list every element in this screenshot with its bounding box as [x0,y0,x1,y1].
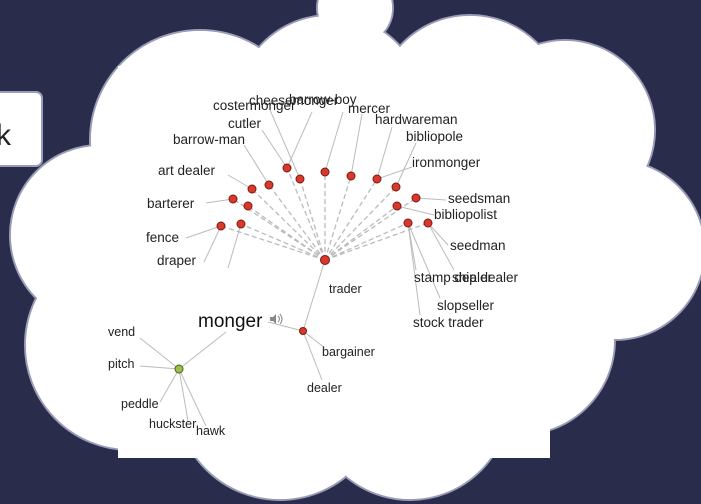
word-label[interactable]: slopseller [437,298,495,313]
graph-node [282,163,292,173]
word-label[interactable]: hawk [196,424,226,438]
word-label[interactable]: fence [146,230,179,245]
graph-node [320,167,330,177]
word-label[interactable]: costermonger [213,98,296,113]
partial-text-box-label: k [0,119,12,152]
graph-node [403,218,413,228]
word-label[interactable]: bibliopole [406,129,463,144]
graph-node [228,194,238,204]
graph-node [216,221,226,231]
word-label[interactable]: huckster [149,417,196,431]
trader-synonym-nodes [216,163,433,231]
trader-hub-label[interactable]: trader [329,282,362,296]
graph-node [236,219,246,229]
sense-edges [139,259,326,427]
word-label[interactable]: vend [108,325,135,339]
word-label[interactable]: stock trader [413,315,484,330]
word-label[interactable]: ship dealer [452,270,519,285]
graph-node [264,180,274,190]
word-label[interactable]: pitch [108,357,134,371]
monger-verb-node[interactable] [174,364,184,374]
word-label[interactable]: stamp dealer [414,270,493,285]
word-label[interactable]: peddle [121,397,159,411]
graph-node [243,201,253,211]
graph-node [391,182,401,192]
graph-node [295,174,305,184]
word-label[interactable]: draper [157,253,197,268]
partial-text-box: k [0,91,43,167]
verb-synonym-labels: vend pitch peddle huckster hawk [108,325,226,438]
word-label[interactable]: bibliopolist [434,207,497,222]
center-word-label[interactable]: monger [198,311,263,332]
word-label[interactable]: cutler [228,116,262,131]
word-label[interactable]: art dealer [158,163,216,178]
word-label[interactable]: dealer [307,381,342,395]
graph-node [372,174,382,184]
trader-edges [185,109,455,316]
word-label[interactable]: mercer [348,101,391,116]
graph-node [346,171,356,181]
word-label[interactable]: bargainer [322,345,375,359]
word-label[interactable]: barterer [147,196,195,211]
graph-node [247,184,257,194]
speaker-icon[interactable] [270,313,283,325]
trader-synonym-labels: cheesemonger barrow-boy costermonger mer… [146,92,519,330]
word-label[interactable]: seedman [450,238,506,253]
word-label[interactable]: cheesemonger [249,93,339,108]
word-label[interactable]: barrow-man [173,132,245,147]
word-label[interactable]: seedsman [448,191,510,206]
word-label[interactable]: ironmonger [412,155,481,170]
graph-node [423,218,433,228]
word-label[interactable]: hardwareman [375,112,458,127]
graph-node [411,193,421,203]
word-label[interactable]: barrow-boy [289,92,357,107]
trader-hub-node[interactable] [320,255,330,265]
graph-node [392,201,402,211]
monger-noun-node[interactable] [299,327,307,335]
